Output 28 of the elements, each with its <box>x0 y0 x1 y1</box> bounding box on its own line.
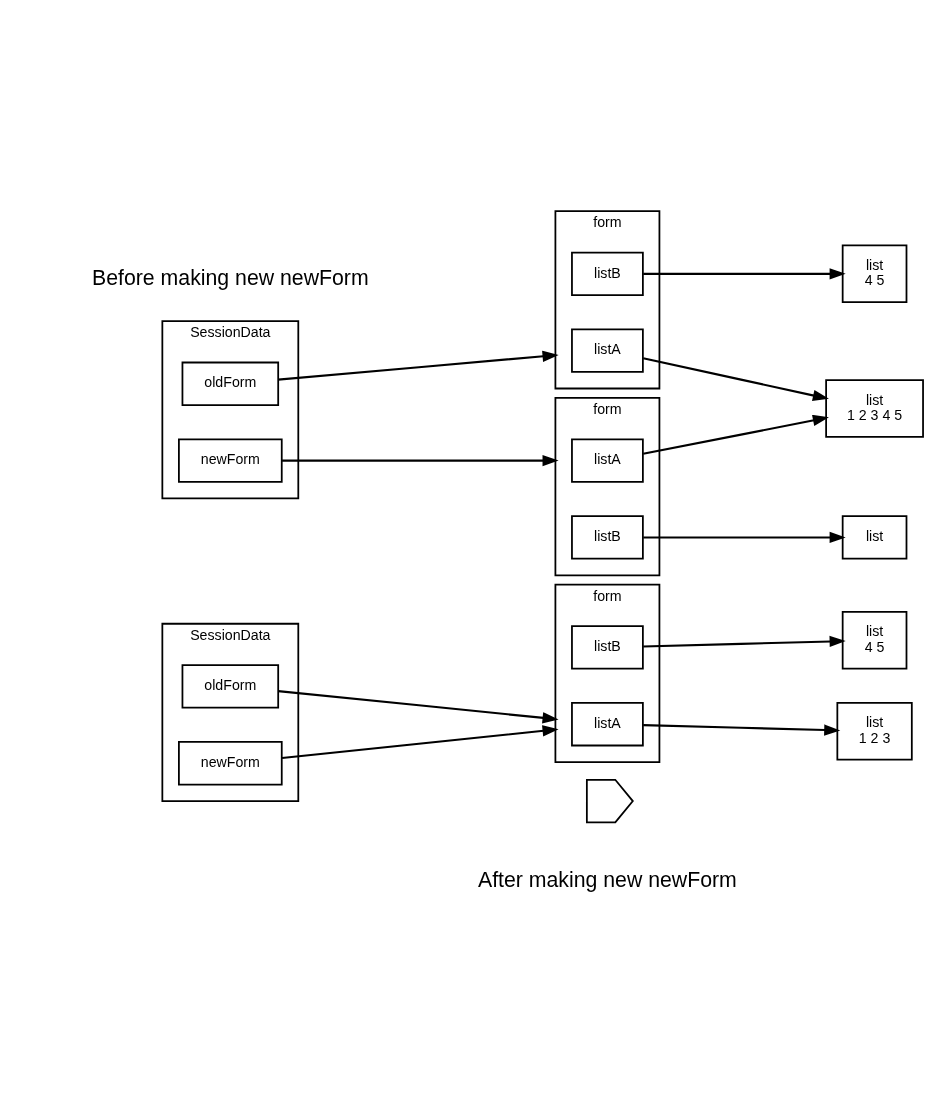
node-arrow <box>585 778 634 824</box>
arrow <box>643 268 846 280</box>
node-box: list 4 5 <box>841 244 908 304</box>
node-box: listB <box>571 251 644 296</box>
node-box: listA <box>571 438 644 483</box>
node-box: listA <box>571 702 644 747</box>
node-box: listB <box>571 625 644 670</box>
node-box: oldForm <box>181 664 280 709</box>
label: After making new newForm <box>478 867 737 892</box>
arrow <box>643 414 829 455</box>
node-box: newForm <box>178 438 283 483</box>
arrow <box>643 531 846 544</box>
arrow <box>278 690 559 724</box>
node-box: newForm <box>178 741 283 786</box>
node-box: oldForm <box>181 361 280 406</box>
arrow <box>281 725 559 760</box>
arrow <box>282 455 559 467</box>
arrow <box>643 635 846 648</box>
node-box: listA <box>571 328 644 373</box>
arrow <box>643 357 829 401</box>
label: Before making new newForm <box>92 265 369 290</box>
node-box: list 4 5 <box>841 611 908 670</box>
arrow <box>278 350 559 381</box>
node-box: list 1 2 3 <box>836 702 913 761</box>
arrow <box>643 724 841 736</box>
node-box: list <box>841 515 908 560</box>
node-box: listB <box>571 515 644 560</box>
node-box: list 1 2 3 4 5 <box>825 379 924 438</box>
